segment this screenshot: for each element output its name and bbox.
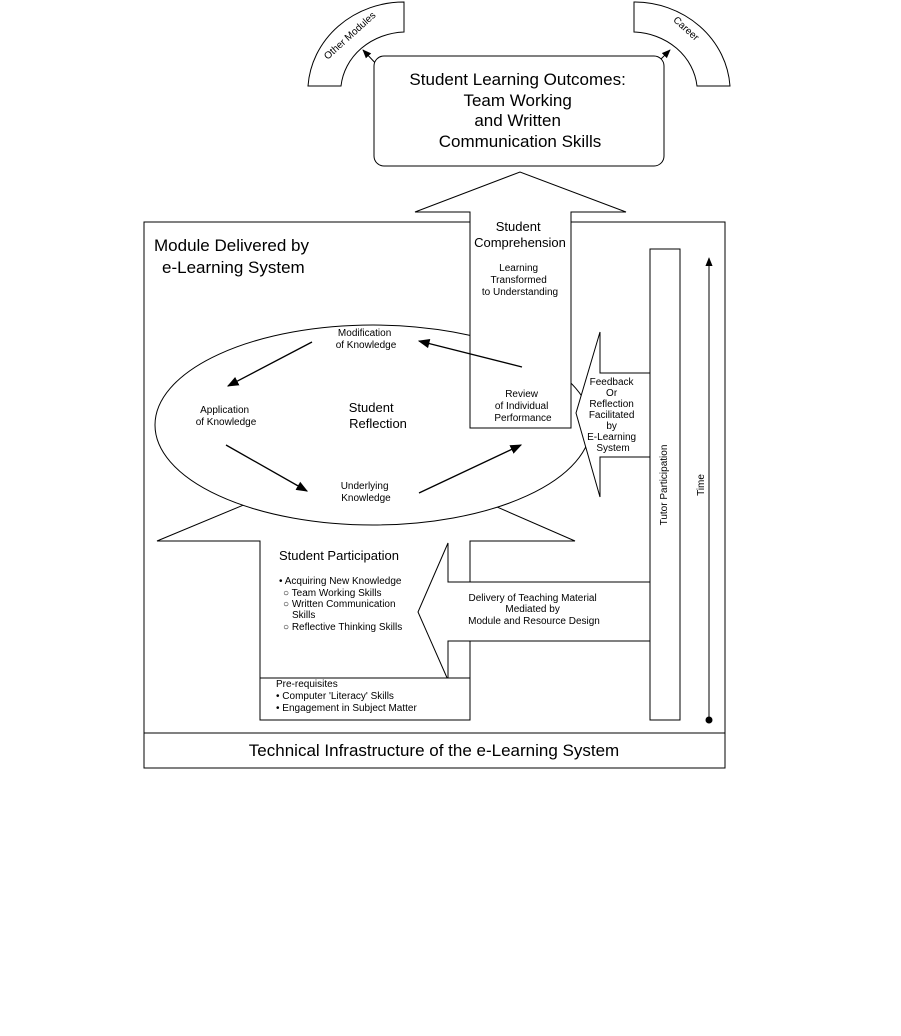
comprehension-title: Student Comprehension: [474, 219, 566, 250]
feedback-arrow: [575, 331, 653, 498]
arrow-application-to-underlying: [225, 444, 309, 492]
prerequisites-title: Pre-requisites: [276, 679, 338, 690]
outcomes-box: [373, 55, 665, 167]
prerequisites-items: • Computer 'Literacy' Skills • Engagemen…: [276, 691, 417, 714]
time-axis-origin: [705, 716, 713, 724]
participation-title: Student Participation: [279, 548, 399, 563]
time-label: Time: [696, 474, 707, 496]
comprehension-arrow: [414, 171, 627, 429]
prerequisites-box: [259, 677, 471, 721]
reflection-center-label: Student Reflection: [349, 400, 407, 431]
feedback-label: Feedback Or Reflection Facilitated by E-…: [587, 377, 639, 454]
application-label: Application of Knowledge: [196, 405, 257, 428]
tutor-participation-label: Tutor Participation: [659, 445, 670, 526]
underlying-label: Underlying Knowledge: [341, 481, 392, 504]
comprehension-subtitle: Learning Transformed to Understanding: [482, 263, 558, 298]
module-title: Module Delivered by e-Learning System: [154, 236, 314, 277]
career-arc: [633, 1, 731, 87]
tutor-participation-bar: [649, 248, 681, 721]
arrow-modification-to-application: [226, 341, 313, 387]
review-label: Review of Individual Performance: [494, 389, 552, 424]
infrastructure-label: Technical Infrastructure of the e-Learni…: [249, 741, 619, 760]
delivery-arrow: [417, 542, 651, 681]
arrow-review-to-modification: [417, 339, 523, 368]
outcomes-title: Student Learning Outcomes: Team Working …: [409, 70, 630, 151]
participation-items: • Acquiring New Knowledge ○ Team Working…: [279, 576, 404, 633]
arrow-underlying-to-review: [418, 444, 523, 494]
other-modules-arc: [307, 1, 405, 87]
delivery-label: Delivery of Teaching Material Mediated b…: [468, 593, 600, 627]
modification-label: Modification of Knowledge: [336, 328, 397, 351]
